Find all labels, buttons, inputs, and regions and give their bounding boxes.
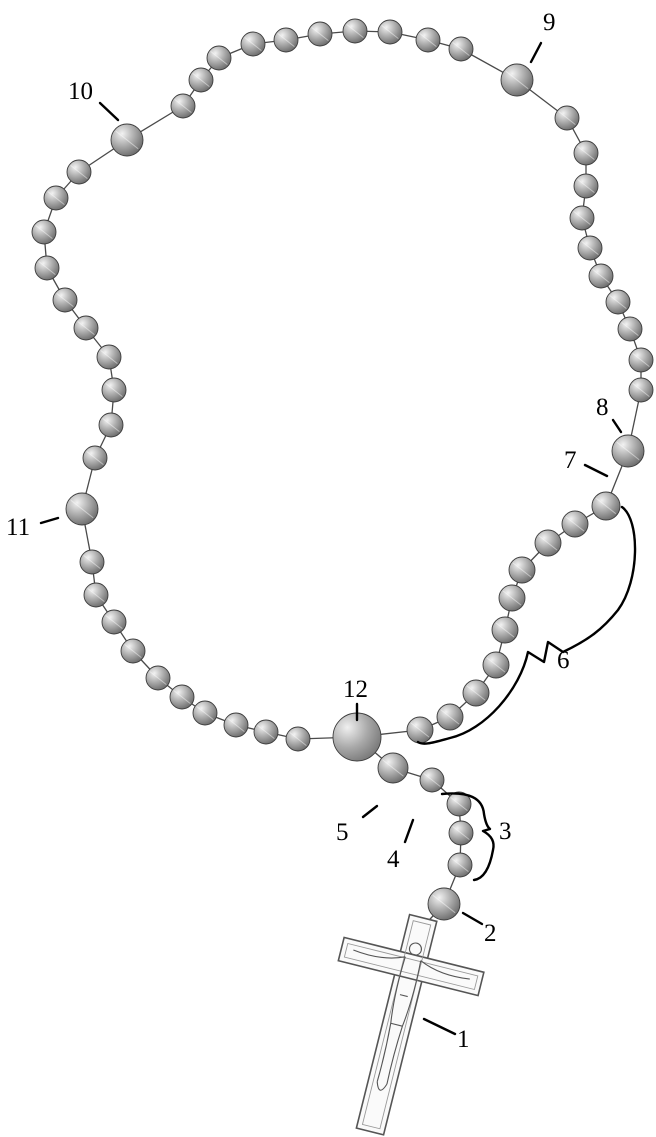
small-bead <box>573 173 599 199</box>
small-bead <box>43 185 69 211</box>
leader-9 <box>529 41 543 64</box>
small-bead <box>588 263 614 289</box>
leader-10 <box>98 101 120 122</box>
large-bead <box>65 492 99 526</box>
callout-labels: 1 2 3 4 5 6 7 8 9 10 11 12 <box>6 9 609 1053</box>
small-bead <box>96 344 122 370</box>
small-bead <box>83 582 109 608</box>
label-4: 4 <box>387 846 400 873</box>
label-5: 5 <box>336 819 349 846</box>
large-bead <box>377 752 409 784</box>
corpus-figure <box>353 942 470 1091</box>
small-bead <box>577 235 603 261</box>
small-bead <box>508 556 536 584</box>
leader-4 <box>403 818 415 844</box>
small-bead <box>66 159 92 185</box>
label-6: 6 <box>557 647 570 674</box>
small-bead <box>617 316 643 342</box>
leader-7 <box>583 463 609 478</box>
rosary-chain <box>43 30 642 931</box>
small-bead <box>436 703 464 731</box>
small-bead <box>192 700 218 726</box>
leader-5 <box>361 804 379 819</box>
small-bead <box>462 679 490 707</box>
label-3: 3 <box>499 818 512 845</box>
leader-1 <box>422 1017 457 1036</box>
rosary-beads <box>31 18 654 921</box>
small-bead <box>253 719 279 745</box>
label-7: 7 <box>564 447 577 474</box>
small-bead <box>31 219 57 245</box>
small-bead <box>482 651 510 679</box>
label-8: 8 <box>596 394 609 421</box>
small-bead <box>447 852 473 878</box>
small-bead <box>446 791 472 817</box>
small-bead <box>415 27 441 53</box>
small-bead <box>448 820 474 846</box>
small-bead <box>240 31 266 57</box>
callout-leaders <box>39 41 637 1036</box>
small-bead <box>98 412 124 438</box>
label-11: 11 <box>6 514 30 541</box>
small-bead <box>101 377 127 403</box>
small-bead <box>82 445 108 471</box>
small-bead <box>628 347 654 373</box>
large-bead <box>110 123 144 157</box>
small-bead <box>169 684 195 710</box>
small-bead <box>170 93 196 119</box>
small-bead <box>406 716 434 744</box>
bracket-3 <box>440 792 495 882</box>
leader-8 <box>611 418 623 434</box>
large-bead <box>500 63 534 97</box>
label-12: 12 <box>343 676 368 703</box>
crucifix <box>337 913 485 1136</box>
label-1: 1 <box>457 1026 470 1053</box>
large-bead <box>591 491 621 521</box>
small-bead <box>605 289 631 315</box>
small-bead <box>79 549 105 575</box>
small-bead <box>73 315 99 341</box>
label-2: 2 <box>484 920 497 947</box>
small-bead <box>285 726 311 752</box>
small-bead <box>448 36 474 62</box>
small-bead <box>223 712 249 738</box>
leader-11 <box>39 516 60 525</box>
small-bead <box>569 205 595 231</box>
bracket-6 <box>416 505 637 745</box>
small-bead <box>273 27 299 53</box>
small-bead <box>377 19 403 45</box>
small-bead <box>120 638 146 664</box>
large-bead <box>611 434 645 468</box>
small-bead <box>419 767 445 793</box>
small-bead <box>561 510 589 538</box>
small-bead <box>498 584 526 612</box>
small-bead <box>101 609 127 635</box>
label-10: 10 <box>68 78 93 105</box>
small-bead <box>206 45 232 71</box>
small-bead <box>145 665 171 691</box>
small-bead <box>628 377 654 403</box>
small-bead <box>554 105 580 131</box>
small-bead <box>534 529 562 557</box>
small-bead <box>34 255 60 281</box>
small-bead <box>307 21 333 47</box>
large-bead <box>427 887 461 921</box>
small-bead <box>491 616 519 644</box>
small-bead <box>52 287 78 313</box>
leader-2 <box>461 911 484 926</box>
small-bead <box>573 140 599 166</box>
small-bead <box>342 18 368 44</box>
small-bead <box>188 67 214 93</box>
label-9: 9 <box>543 9 556 36</box>
